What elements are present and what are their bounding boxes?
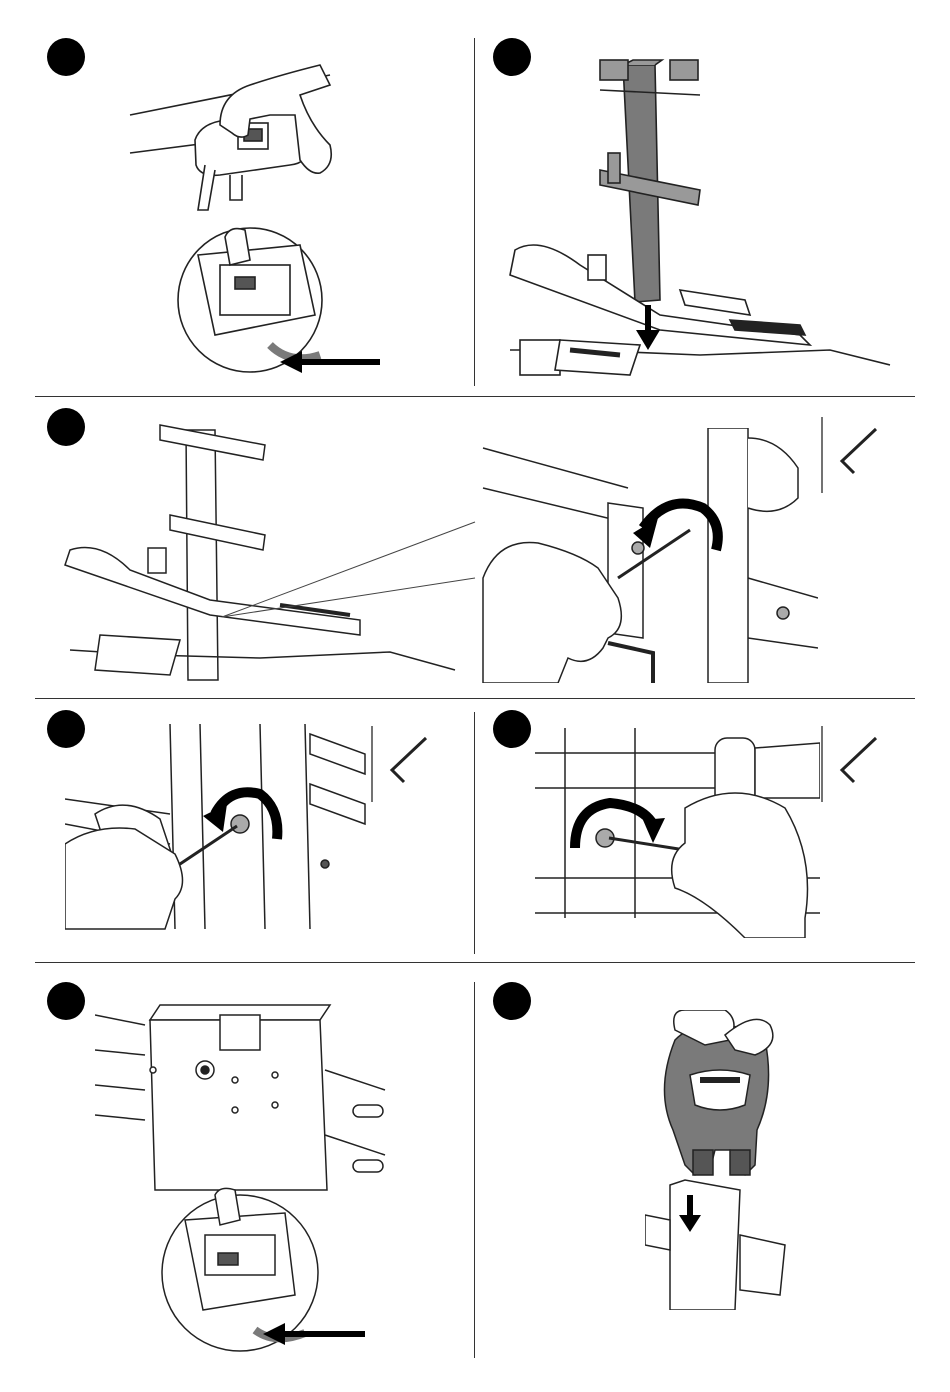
- step-2-illustration: [500, 50, 900, 385]
- hex-key-icon: [842, 738, 876, 782]
- divider-col-row1: [474, 38, 475, 386]
- hex-key-callout-step4: [370, 724, 440, 804]
- rotate-arrow-icon: [575, 803, 655, 848]
- step-6-marker: [47, 982, 85, 1020]
- hand-icon: [672, 793, 808, 938]
- step-1-illustration: [120, 55, 390, 385]
- step-5-illustration: [535, 728, 820, 938]
- step-3-illustration: [60, 420, 480, 685]
- rack-base-icon: [510, 245, 890, 375]
- step-7-marker: [493, 982, 531, 1020]
- step-3-zoom-detail: [478, 428, 818, 683]
- divider-col-row3: [474, 712, 475, 954]
- hex-key-icon: [177, 826, 237, 866]
- divider-col-row4: [474, 982, 475, 1358]
- divider-row-2: [35, 698, 915, 699]
- hex-key-icon: [609, 838, 685, 850]
- hand-icon: [483, 542, 621, 683]
- step-4-illustration: [65, 724, 370, 934]
- divider-row-3: [35, 962, 915, 963]
- square-tube-icon: [95, 1005, 385, 1190]
- step-1-marker: [47, 38, 85, 76]
- divider-row-1: [35, 396, 915, 397]
- step-5-marker: [493, 710, 531, 748]
- hex-key-icon: [842, 429, 876, 473]
- rack-assembly-icon: [65, 425, 455, 680]
- hex-key-icon: [392, 738, 426, 782]
- vertical-mast-icon: [600, 60, 700, 302]
- step-6-illustration: [95, 995, 395, 1355]
- step-7-illustration: [645, 1010, 795, 1310]
- hex-key-callout-step3: [820, 415, 890, 495]
- hex-key-callout-step5: [820, 724, 890, 804]
